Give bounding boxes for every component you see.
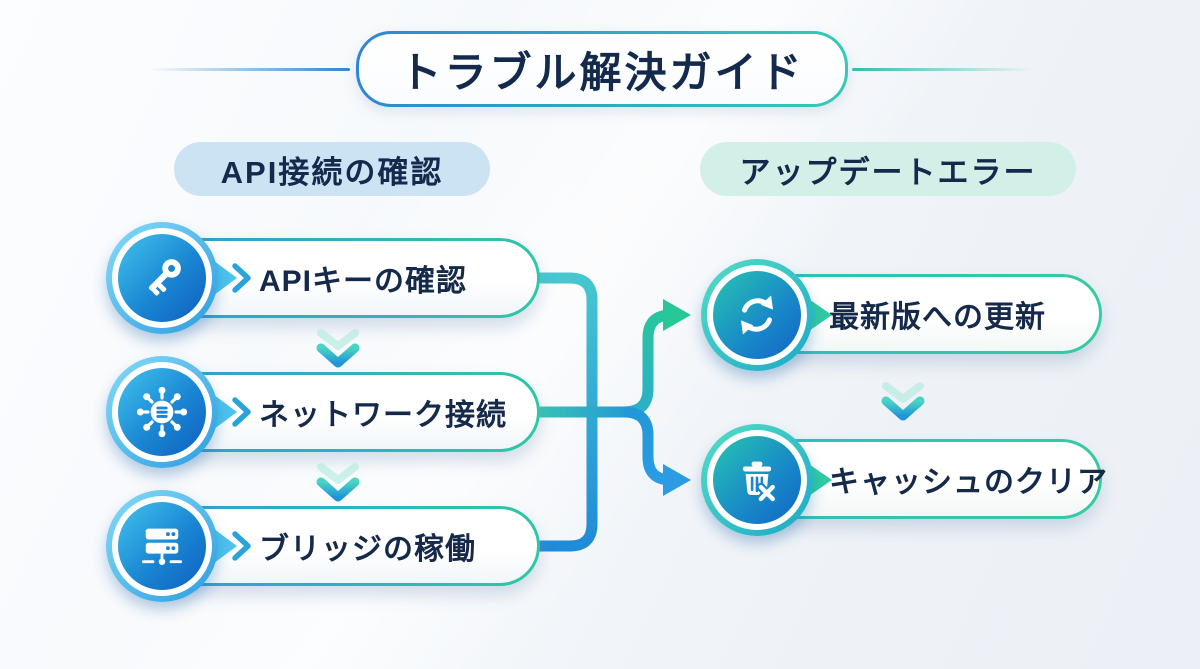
step-pill: キャッシュのクリア [722,439,1107,519]
step-badge [106,356,218,468]
section-header-api-check: API接続の確認 [174,142,490,196]
server-icon [141,528,183,565]
network-hub-icon [136,386,188,438]
page-title-pill: トラブル解決ガイド [356,31,848,107]
chevron-down-icon [881,382,925,421]
arrowhead-up-icon [663,299,691,331]
arrowhead-down-icon [663,464,691,496]
chevron-right-icon [232,397,251,427]
step-badge [701,259,813,371]
step-badge [106,490,218,602]
connector-top-left [539,272,598,412]
title-decor-line-right [852,68,1034,71]
step-pill: APIキーの確認 [128,238,540,318]
step-badge [106,222,218,334]
section-header-label: API接続の確認 [220,154,444,190]
step-label: ネットワーク接続 [259,399,507,432]
page-title: トラブル解決ガイド [399,48,805,96]
trash-delete-icon [742,461,778,504]
step-label: 最新版への更新 [829,301,1046,334]
step-label: APIキーの確認 [259,265,468,298]
key-icon [148,259,181,296]
step-pill: 最新版への更新 [722,274,1102,354]
connector-branch-down [623,406,672,486]
step-badge [701,424,813,536]
step-pill: ネットワーク接続 [128,372,540,452]
step-label: キャッシュのクリア [829,466,1108,499]
chevron-down-icon [316,463,360,502]
title-decor-line-left [150,68,350,71]
section-header-update-error: アップデートエラー [700,142,1076,196]
connector-bottom-left [539,412,598,552]
chevron-right-icon [232,531,251,561]
chevron-right-icon [232,263,251,293]
section-header-label: アップデートエラー [739,154,1037,190]
sync-icon [740,295,774,335]
chevron-down-icon [316,329,360,368]
step-label: ブリッジの稼働 [259,533,476,566]
step-pill: ブリッジの稼働 [128,506,540,586]
